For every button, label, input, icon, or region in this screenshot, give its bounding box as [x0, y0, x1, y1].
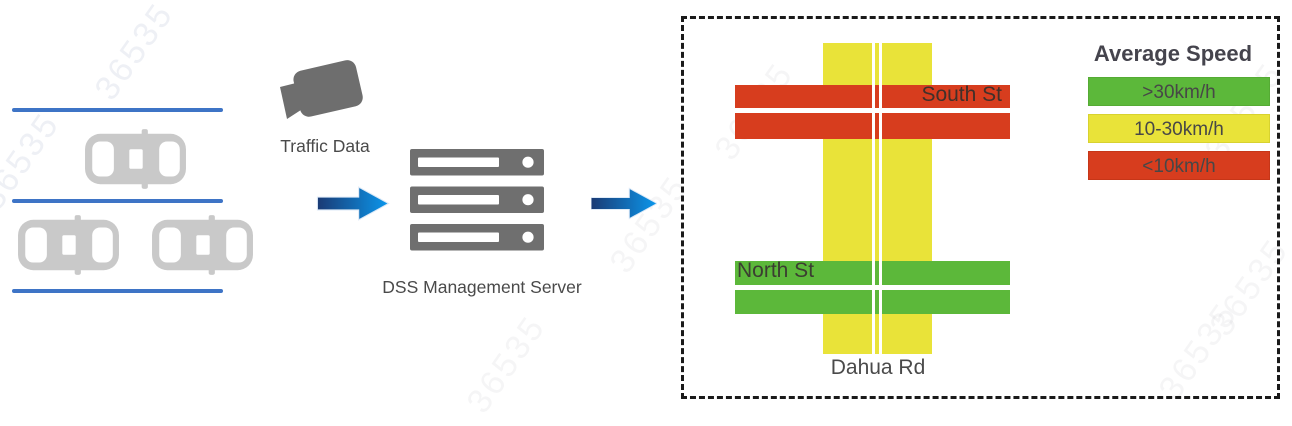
car-icon [18, 215, 119, 275]
arrow-right-icon [591, 187, 657, 220]
watermark-text: 36535 [87, 0, 182, 107]
video-camera-icon [280, 60, 363, 119]
legend-chip-10-30kmh: 10-30km/h [1088, 114, 1270, 143]
road-median-line-north [735, 284, 1010, 290]
dahua-rd-label: Dahua Rd [830, 356, 926, 379]
watermark-text: 36535 [459, 308, 554, 420]
dss-server-label: DSS Management Server [382, 277, 582, 297]
south-st-label: South St [921, 83, 1002, 106]
north-st-label: North St [737, 259, 815, 282]
map-panel [681, 16, 1280, 399]
lane-line [12, 289, 223, 293]
car-icon [152, 215, 253, 275]
lane-line [12, 108, 223, 112]
road-median-line-vertical [878, 43, 882, 354]
traffic-data-label: Traffic Data [280, 136, 370, 156]
legend-chip-under-10kmh: <10km/h [1088, 151, 1270, 180]
legend-title: Average Speed [1093, 41, 1253, 66]
road-median-line-vertical [871, 43, 875, 354]
lane-line [12, 199, 223, 203]
arrow-right-icon [316, 186, 390, 221]
legend-chip-over-30kmh: >30km/h [1088, 77, 1270, 106]
car-icon [85, 129, 186, 189]
server-stack-icon [410, 149, 544, 251]
road-median-line-south [735, 107, 1010, 113]
